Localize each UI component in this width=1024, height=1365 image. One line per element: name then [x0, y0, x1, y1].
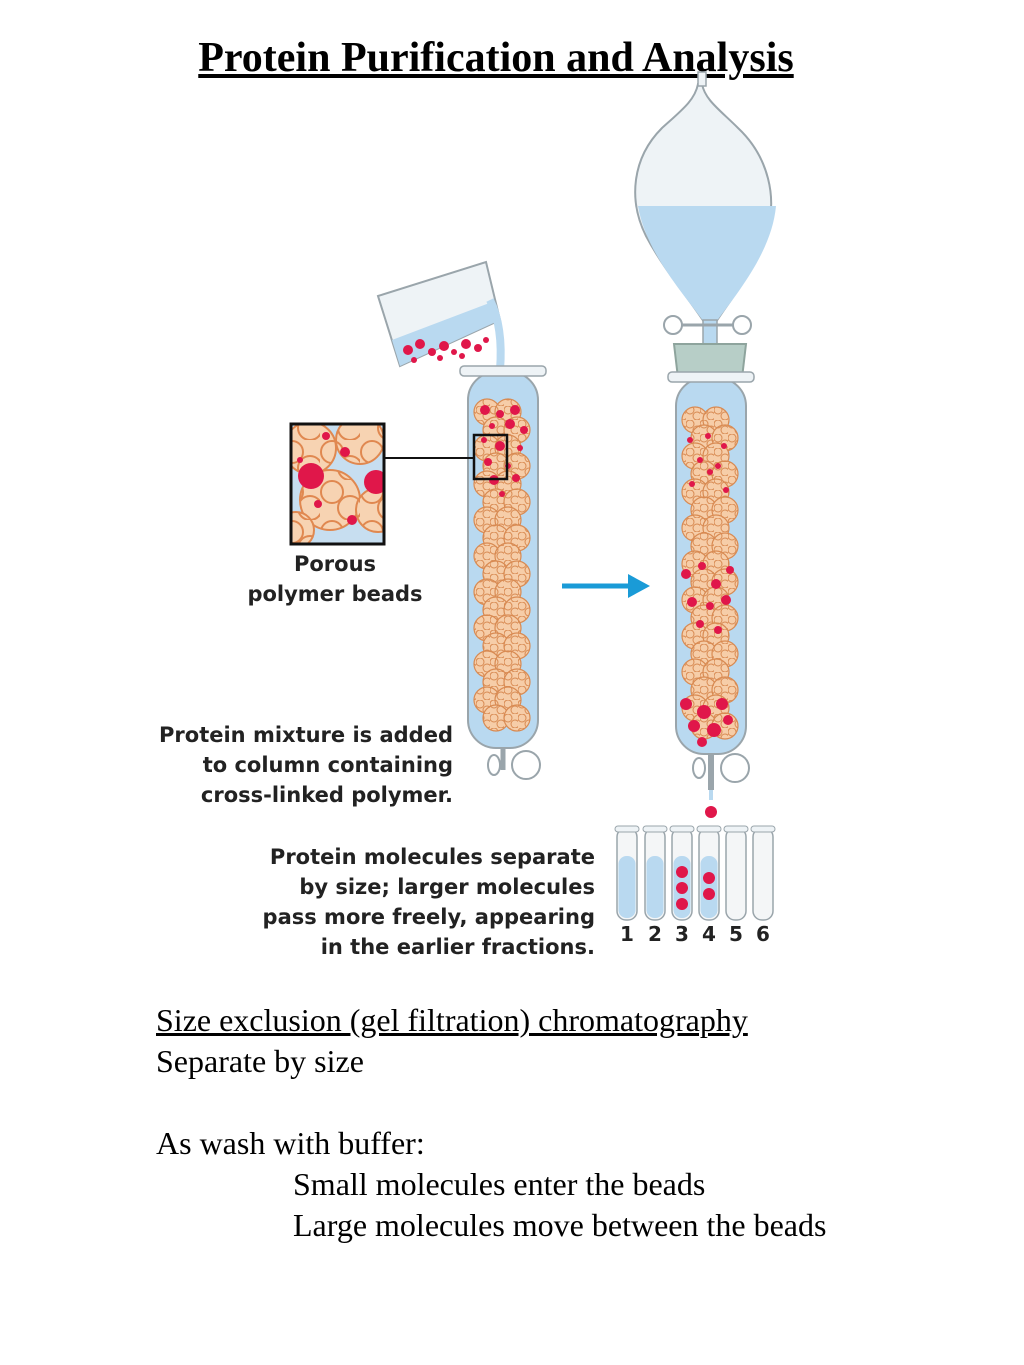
protein-molecule [680, 698, 692, 710]
fraction-tube [752, 827, 774, 921]
tube-rim [750, 825, 776, 833]
protein-molecule [707, 723, 721, 737]
protein-molecule [451, 349, 457, 355]
protein-molecule [481, 437, 487, 443]
protein-molecule [512, 474, 520, 482]
protein-molecule [681, 569, 691, 579]
protein-molecule [698, 562, 706, 570]
protein-molecule [474, 344, 482, 352]
protein-molecule [461, 339, 471, 349]
tube-rim [696, 825, 722, 833]
fraction-tubes [614, 825, 776, 921]
notes-heading: Size exclusion (gel filtration) chromato… [156, 1002, 748, 1038]
notes-subheading: Separate by size [156, 1043, 364, 1079]
fraction-tube [725, 827, 747, 921]
right-column-proteins [680, 433, 734, 747]
beaker [376, 260, 505, 371]
protein-molecule [437, 355, 443, 361]
protein-molecule [505, 419, 515, 429]
protein-molecule [480, 405, 490, 415]
protein-molecule [687, 437, 693, 443]
polymer-bead [503, 704, 531, 732]
chromatography-diagram [289, 71, 776, 921]
protein-molecule [496, 410, 504, 418]
protein-molecule [706, 602, 714, 610]
protein-molecule [697, 705, 711, 719]
tube-rim [669, 825, 695, 833]
protein-molecule [697, 457, 703, 463]
protein-molecule [716, 698, 728, 710]
fraction-buffer [618, 856, 636, 918]
protein-molecule [517, 445, 523, 451]
bead-zoom-inset [289, 422, 386, 546]
protein-molecule [687, 597, 697, 607]
protein-molecule [721, 443, 727, 449]
right-column-beads [681, 406, 739, 740]
protein-molecule [697, 737, 707, 747]
fraction-number: 2 [648, 922, 662, 946]
notes-point: Large molecules move between the beads [293, 1207, 827, 1243]
protein-molecule [707, 469, 713, 475]
page-title: Protein Purification and Analysis [198, 35, 794, 81]
tube-rim [642, 825, 668, 833]
protein-molecule [403, 345, 413, 355]
fraction-number: 4 [702, 922, 716, 946]
protein-molecule [459, 353, 465, 359]
protein-molecule [489, 423, 495, 429]
protein-molecule [696, 620, 704, 628]
protein-molecule [439, 341, 449, 351]
tube-rim [614, 825, 640, 833]
protein-molecule [676, 898, 688, 910]
protein-molecule [705, 433, 711, 439]
protein-molecule [721, 595, 731, 605]
fraction-number: 5 [729, 922, 743, 946]
notes-section: Size exclusion (gel filtration) chromato… [156, 1000, 976, 1246]
protein-molecule [714, 626, 722, 634]
protein-molecule [726, 566, 734, 574]
protein-molecule [703, 872, 715, 884]
protein-molecule [428, 348, 436, 356]
protein-molecule [715, 463, 721, 469]
protein-molecule [676, 882, 688, 894]
porous-beads-label: Porous polymer beads [247, 552, 423, 606]
fraction-number: 3 [675, 922, 689, 946]
protein-molecule [499, 491, 505, 497]
fraction-number: 6 [756, 922, 770, 946]
fraction-number: 1 [620, 922, 634, 946]
protein-molecule [411, 357, 417, 363]
separation-label: Protein molecules separate by size; larg… [262, 845, 595, 959]
protein-molecule [723, 715, 733, 725]
buffer-reservoir [634, 71, 776, 379]
protein-molecule [711, 579, 721, 589]
protein-molecule [510, 405, 520, 415]
protein-molecule [484, 458, 492, 466]
protein-molecule [703, 888, 715, 900]
process-arrow [562, 574, 650, 598]
protein-molecule [689, 481, 695, 487]
notes-point: Small molecules enter the beads [293, 1166, 706, 1202]
protein-molecule [520, 426, 528, 434]
beaker-proteins [403, 337, 489, 363]
mixture-label: Protein mixture is added to column conta… [159, 723, 453, 807]
tube-rim [723, 825, 749, 833]
protein-molecule [688, 720, 700, 732]
protein-molecule [723, 487, 729, 493]
fraction-buffer [646, 856, 664, 918]
protein-molecule [483, 337, 489, 343]
protein-molecule [676, 866, 688, 878]
fraction-buffer [700, 856, 718, 918]
notes-intro: As wash with buffer: [156, 1125, 425, 1161]
protein-molecule [415, 339, 425, 349]
protein-molecule [495, 441, 505, 451]
